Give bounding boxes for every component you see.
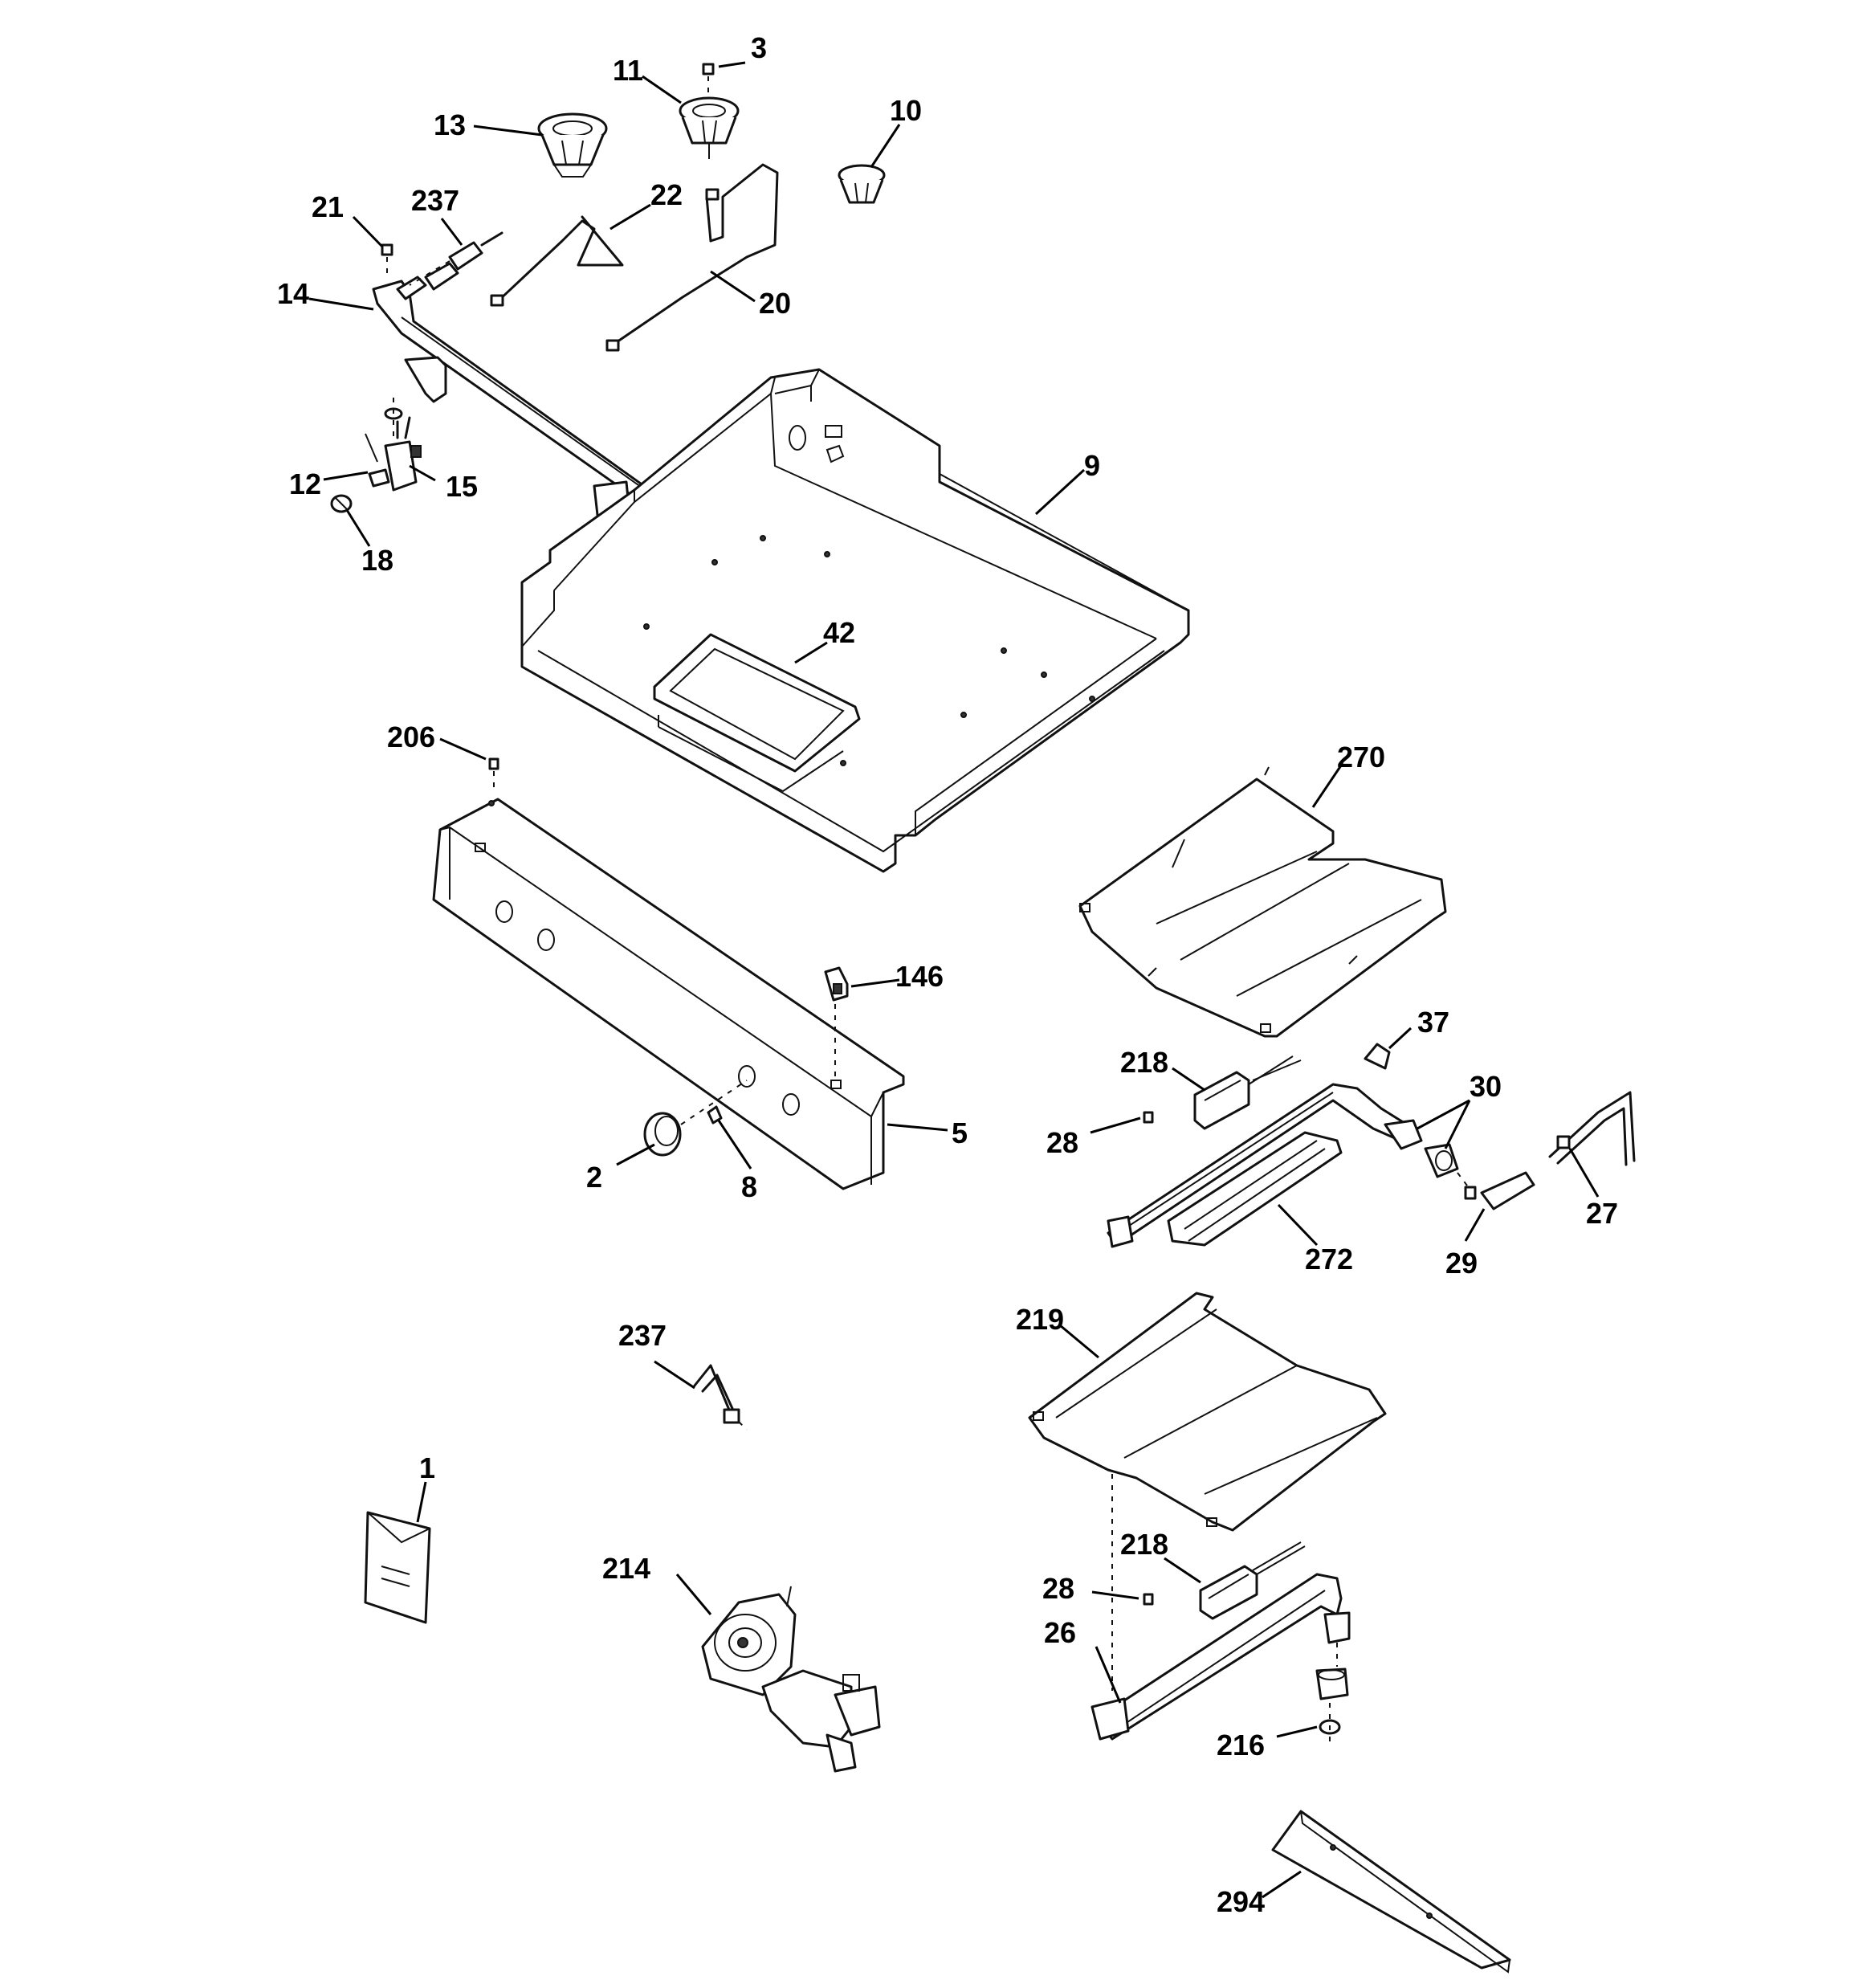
callouts: 3 11 13 10 21 237 22 14 20 12 15 18 9 42… [277, 31, 1618, 1918]
burner-head-13 [537, 112, 608, 178]
callout-28: 28 [1046, 1126, 1078, 1159]
cap-18 [330, 494, 353, 513]
callout-12: 12 [289, 467, 321, 500]
callout-219: 219 [1016, 1303, 1064, 1336]
callout-237: 237 [411, 184, 459, 217]
heat-shield-219 [1028, 1292, 1387, 1691]
screw-206 [488, 757, 499, 791]
burner-box-9 [520, 368, 1190, 873]
screw-28-lower [1143, 1593, 1154, 1606]
bake-burner-26 [1090, 1573, 1351, 1741]
callout-272: 272 [1305, 1243, 1353, 1276]
callout-27: 27 [1586, 1197, 1618, 1230]
knob-2 [643, 1080, 748, 1157]
callout-3: 3 [751, 31, 767, 64]
callout-2: 2 [586, 1161, 602, 1194]
bracket-37 [1364, 1043, 1391, 1070]
callout-218: 218 [1120, 1046, 1168, 1079]
tube-27 [1548, 1091, 1636, 1166]
callout-294: 294 [1217, 1885, 1265, 1918]
air-shutter-30 [1384, 1119, 1459, 1178]
callout-42: 42 [823, 616, 855, 649]
control-panel-5 [432, 798, 905, 1190]
screw-3 [702, 63, 715, 95]
ignitor-218-upper [1193, 1055, 1302, 1130]
elbow-237 [693, 1364, 748, 1431]
screw-21 [381, 243, 393, 273]
callout-214: 214 [602, 1552, 650, 1585]
orifice-fitting-237 [409, 231, 503, 291]
valve-12-15 [365, 416, 422, 492]
callout-26: 26 [1044, 1616, 1076, 1649]
callout-1: 1 [419, 1451, 435, 1484]
ignitor-218-lower [1199, 1541, 1306, 1620]
clip-8 [707, 1105, 723, 1125]
bracket-294 [1271, 1810, 1511, 1974]
screw-28-upper [1143, 1111, 1154, 1124]
callout-37: 37 [1417, 1006, 1449, 1039]
leader-lines [308, 61, 1600, 1899]
gas-tube-20 [605, 163, 779, 352]
callout-216: 216 [1217, 1729, 1265, 1761]
gas-tube-22 [490, 215, 624, 307]
callout-237: 237 [618, 1319, 667, 1352]
callout-8: 8 [741, 1170, 757, 1203]
callout-206: 206 [387, 720, 435, 753]
air-shutter-216 [1315, 1668, 1349, 1743]
callout-11: 11 [613, 54, 643, 87]
callout-18: 18 [361, 544, 393, 577]
heat-shield-270 [1078, 766, 1447, 1038]
callout-29: 29 [1445, 1247, 1478, 1280]
callout-270: 270 [1337, 741, 1385, 774]
clip-146 [824, 966, 849, 1080]
callout-9: 9 [1084, 449, 1100, 482]
callout-10: 10 [890, 94, 922, 127]
baffle-272 [1167, 1131, 1343, 1247]
callout-146: 146 [895, 960, 944, 993]
callout-21: 21 [312, 190, 344, 223]
burner-head-10 [838, 164, 886, 204]
orifice-29 [1457, 1171, 1535, 1210]
literature-packet-1 [364, 1511, 431, 1624]
callout-30: 30 [1470, 1070, 1502, 1103]
callout-28: 28 [1042, 1572, 1074, 1605]
callout-13: 13 [434, 108, 466, 141]
callout-22: 22 [650, 178, 683, 211]
callout-5: 5 [952, 1116, 968, 1149]
callout-218: 218 [1120, 1528, 1168, 1561]
callout-14: 14 [277, 277, 309, 310]
callout-15: 15 [446, 470, 478, 503]
burner-head-11 [679, 96, 740, 159]
washer [384, 398, 403, 438]
callout-20: 20 [759, 287, 791, 320]
grommet-42 [653, 633, 861, 793]
thermostat-valve-214 [701, 1586, 881, 1773]
